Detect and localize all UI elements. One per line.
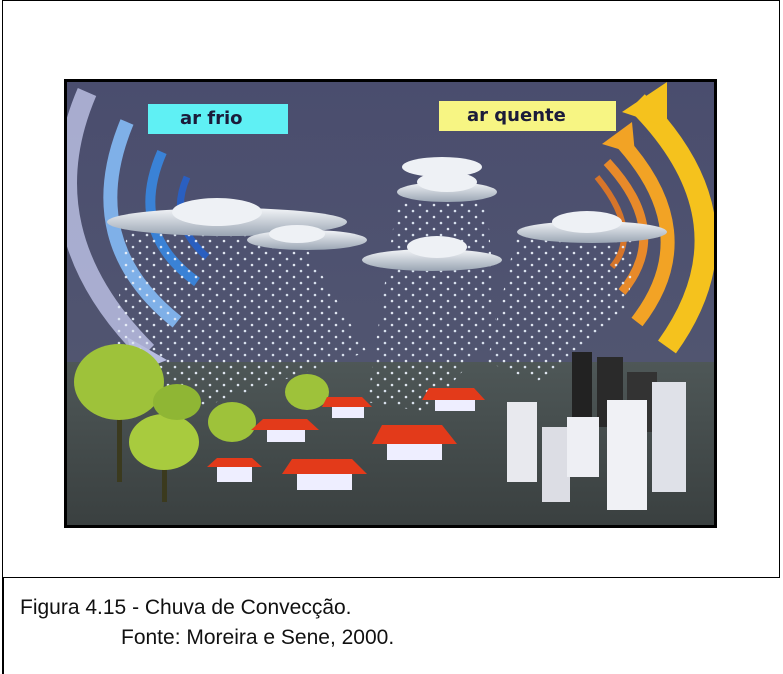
convection-rain-illustration: ar frio ar quente bbox=[64, 79, 717, 528]
caption-rule bbox=[2, 578, 4, 674]
illustration-canvas bbox=[67, 82, 714, 525]
figure-caption: Figura 4.15 - Chuva de Convecção. Fonte:… bbox=[20, 593, 394, 653]
figure-frame-top bbox=[2, 0, 780, 1]
clouds bbox=[107, 157, 667, 271]
figure-frame bbox=[2, 0, 780, 578]
warm-air-arrows bbox=[594, 82, 714, 354]
trees bbox=[74, 344, 329, 502]
caption-title: Figura 4.15 - Chuva de Convecção. bbox=[20, 596, 352, 619]
caption-source: Fonte: Moreira e Sene, 2000. bbox=[121, 626, 395, 649]
warm-air-label: ar quente bbox=[439, 101, 616, 131]
houses bbox=[207, 388, 485, 490]
city-buildings bbox=[507, 352, 686, 510]
cold-air-label: ar frio bbox=[148, 104, 288, 134]
